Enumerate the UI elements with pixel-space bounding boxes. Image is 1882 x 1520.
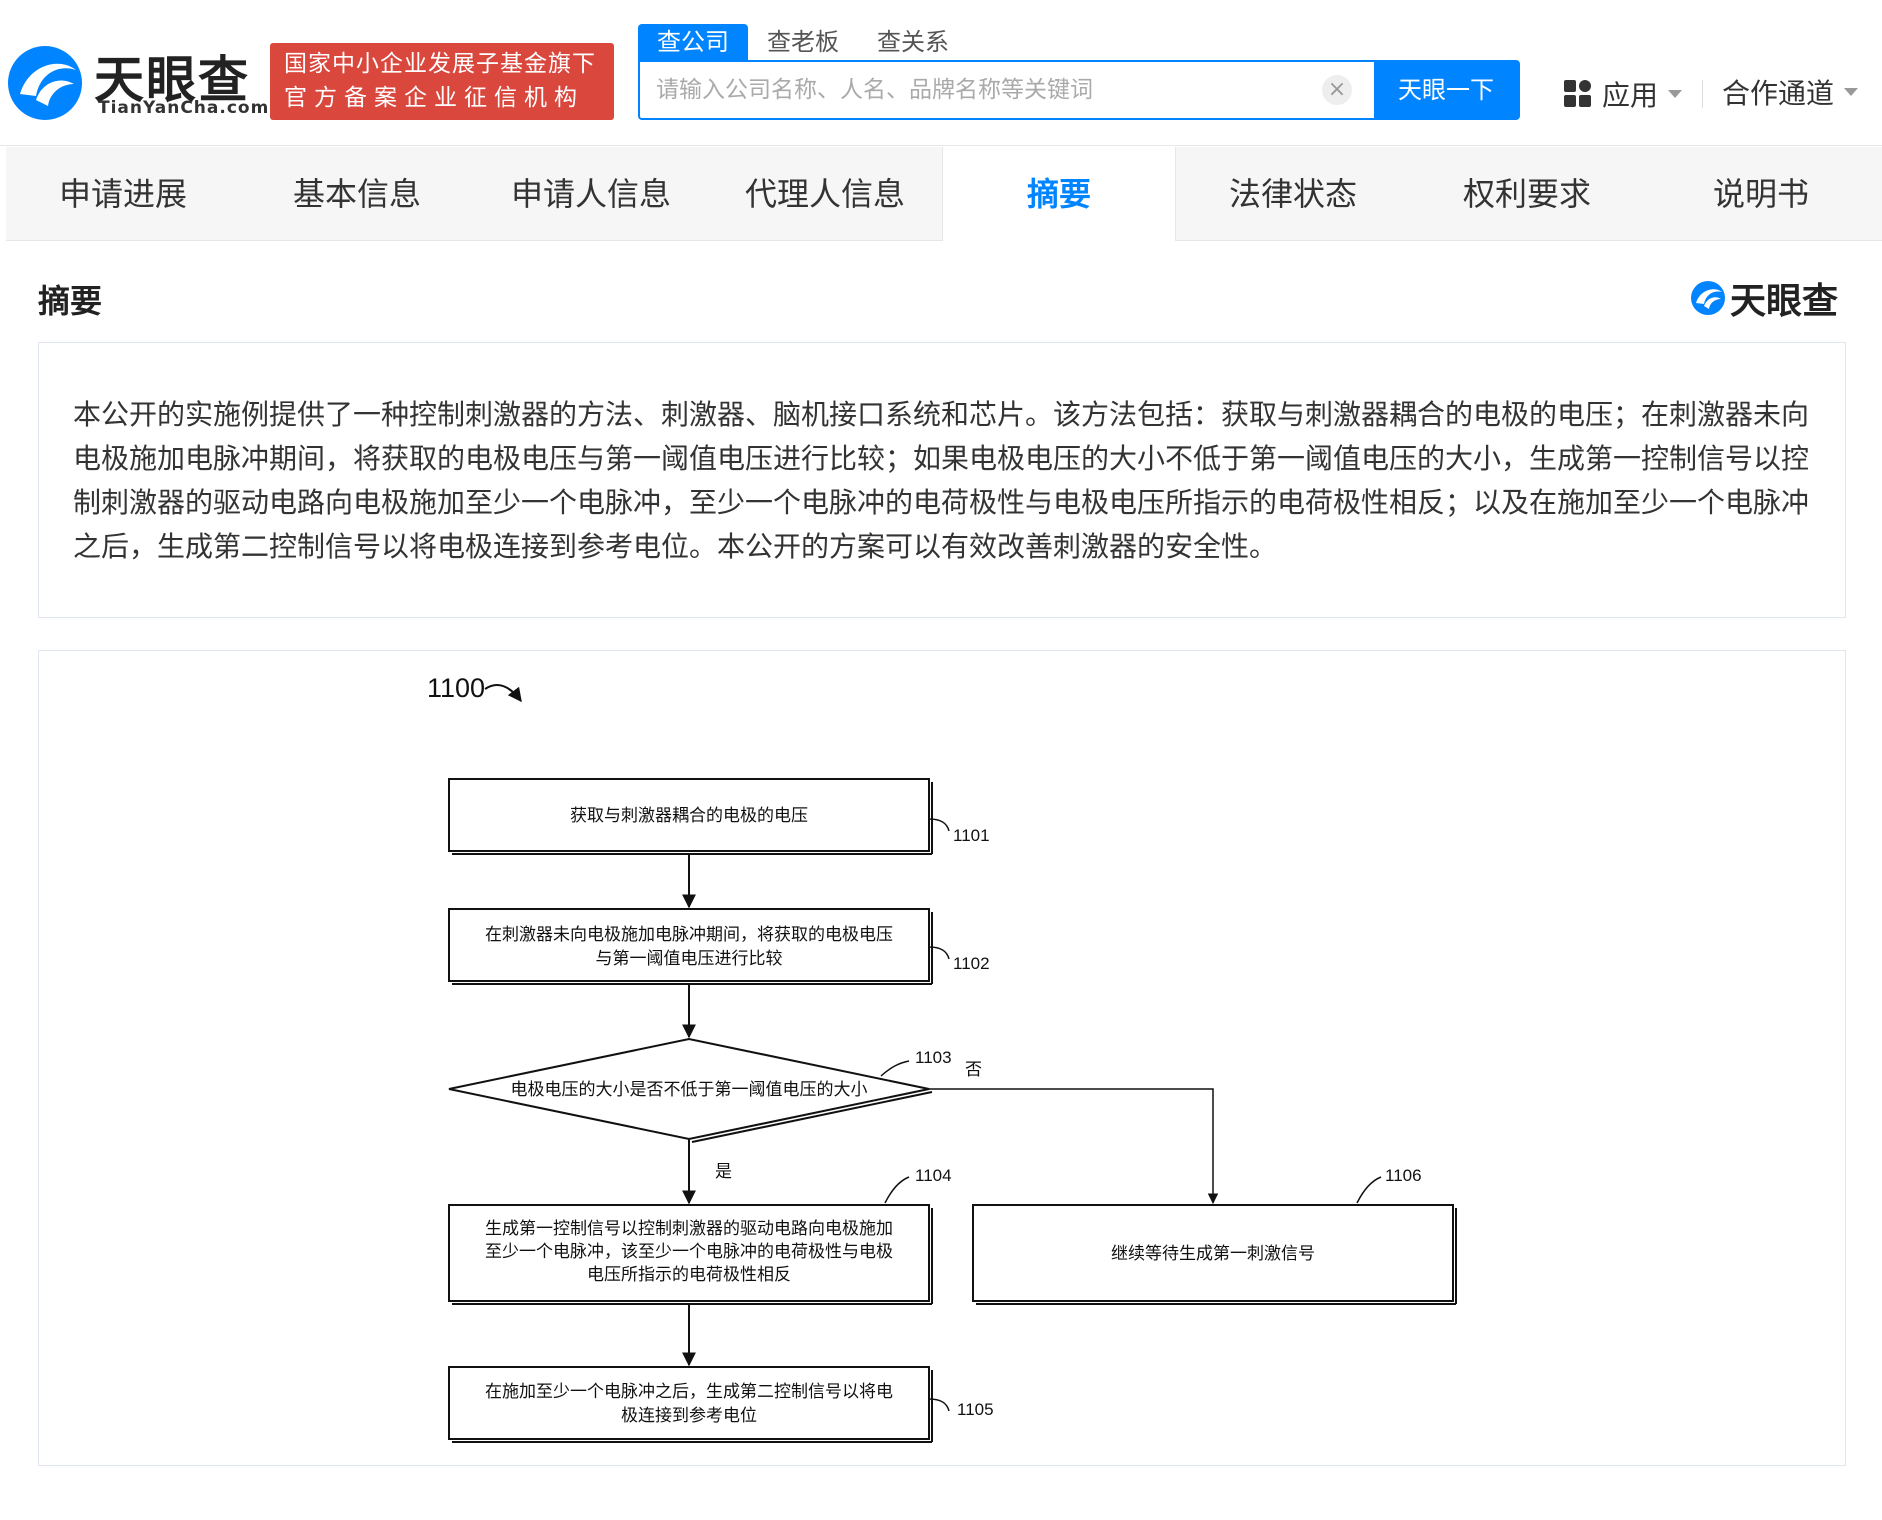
step-1105-text-line1: 在施加至少一个电脉冲之后，生成第二控制信号以将电 <box>485 1382 893 1402</box>
tianyancha-logo[interactable]: 天眼查 TianYanCha.com <box>6 40 268 124</box>
logo-domain: TianYanCha.com <box>98 98 270 118</box>
abstract-figure-panel: 1100 获取与刺激器耦合的电极的电压 1101 在刺激器未向电极施加电脉冲期间… <box>38 650 1846 1466</box>
section-title: 摘要 <box>38 282 103 320</box>
apps-menu[interactable]: 应用 <box>1564 74 1683 114</box>
badge-line-2: 官方备案企业征信机构 <box>284 85 584 111</box>
apps-grid-icon <box>1564 80 1592 108</box>
logo-text: 天眼查 <box>94 51 250 109</box>
tab-basic-info[interactable]: 基本信息 <box>292 175 421 213</box>
step-1102-box <box>448 908 930 982</box>
step-1106-number: 1106 <box>1385 1166 1422 1185</box>
step-1101-text: 获取与刺激器耦合的电极的电压 <box>570 806 808 826</box>
patent-nav-tabs: 申请进展 基本信息 申请人信息 代理人信息 摘要 法律状态 权利要求 说明书 <box>6 147 1882 241</box>
tab-agent-info[interactable]: 代理人信息 <box>744 175 905 213</box>
search-button[interactable]: 天眼一下 <box>1374 62 1518 118</box>
search-tab-boss[interactable]: 查老板 <box>767 28 839 56</box>
chevron-down-icon <box>1844 88 1859 96</box>
coop-label: 合作通道 <box>1722 77 1835 110</box>
step-1103-text: 电极电压的大小是否不低于第一阈值电压的大小 <box>511 1080 868 1100</box>
step-1103-number: 1103 <box>915 1048 952 1067</box>
step-1101-box <box>448 778 930 852</box>
step-1102-text-line2: 与第一阈值电压进行比较 <box>596 949 783 969</box>
step-1104-number: 1104 <box>915 1166 952 1185</box>
search-tabs: 查公司 查老板 查关系 <box>638 24 968 60</box>
step-1104-text-line2: 至少一个电脉冲，该至少一个电脉冲的电荷极性与电极 <box>485 1242 893 1262</box>
section-watermark-logo: 天眼查 <box>1690 272 1838 324</box>
step-1101-number: 1101 <box>953 826 990 845</box>
apps-label: 应用 <box>1602 79 1659 112</box>
search-tab-company[interactable]: 查公司 <box>638 24 748 60</box>
no-branch-label: 否 <box>965 1060 982 1080</box>
step-1104-text-line3: 电压所指示的电荷极性相反 <box>587 1265 791 1285</box>
abstract-text: 本公开的实施例提供了一种控制刺激器的方法、刺激器、脑机接口系统和芯片。该方法包括… <box>73 398 1810 563</box>
search-input[interactable] <box>640 62 1322 118</box>
logo-eye-icon <box>1691 281 1725 315</box>
step-1104-box <box>448 1204 930 1302</box>
tab-applicant-info[interactable]: 申请人信息 <box>510 175 671 213</box>
chevron-down-icon <box>1668 90 1683 98</box>
tab-claims[interactable]: 权利要求 <box>1462 175 1591 213</box>
tab-legal-status[interactable]: 法律状态 <box>1228 175 1357 213</box>
top-header: 天眼查 TianYanCha.com 国家中小企业发展子基金旗下 官方备案企业征… <box>0 0 1882 146</box>
clear-icon[interactable]: × <box>1322 75 1352 105</box>
section-logo-text: 天眼查 <box>1730 281 1839 322</box>
step-1105-box <box>448 1366 930 1440</box>
figure-label-arrow <box>484 684 522 703</box>
figure-label: 1100 <box>427 673 485 703</box>
step-1105-text-line2: 极连接到参考电位 <box>621 1406 757 1426</box>
logo-eye-icon <box>8 46 82 120</box>
step-1102-text-line1: 在刺激器未向电极施加电脉冲期间，将获取的电极电压 <box>485 925 893 945</box>
step-1102-number: 1102 <box>953 954 990 973</box>
official-badge: 国家中小企业发展子基金旗下 官方备案企业征信机构 <box>270 43 614 120</box>
flowchart-figure: 1100 获取与刺激器耦合的电极的电压 1101 在刺激器未向电极施加电脉冲期间… <box>427 673 1457 1443</box>
step-1106-box <box>972 1204 1454 1302</box>
search-box: × 天眼一下 <box>638 60 1520 120</box>
step-1104-text-line1: 生成第一控制信号以控制刺激器的驱动电路向电极施加 <box>485 1219 893 1239</box>
yes-branch-label: 是 <box>715 1162 732 1182</box>
badge-line-1: 国家中小企业发展子基金旗下 <box>284 51 596 77</box>
step-1106-text: 继续等待生成第一刺激信号 <box>1111 1244 1315 1264</box>
header-divider <box>1702 80 1703 108</box>
abstract-panel: 本公开的实施例提供了一种控制刺激器的方法、刺激器、脑机接口系统和芯片。该方法包括… <box>38 342 1846 618</box>
tab-description[interactable]: 说明书 <box>1712 175 1809 213</box>
step-1105-number: 1105 <box>957 1400 994 1419</box>
coop-menu[interactable]: 合作通道 <box>1722 72 1859 112</box>
search-tab-relation[interactable]: 查关系 <box>877 28 949 56</box>
tab-abstract[interactable]: 摘要 <box>942 147 1176 241</box>
tab-application-progress[interactable]: 申请进展 <box>58 175 187 213</box>
